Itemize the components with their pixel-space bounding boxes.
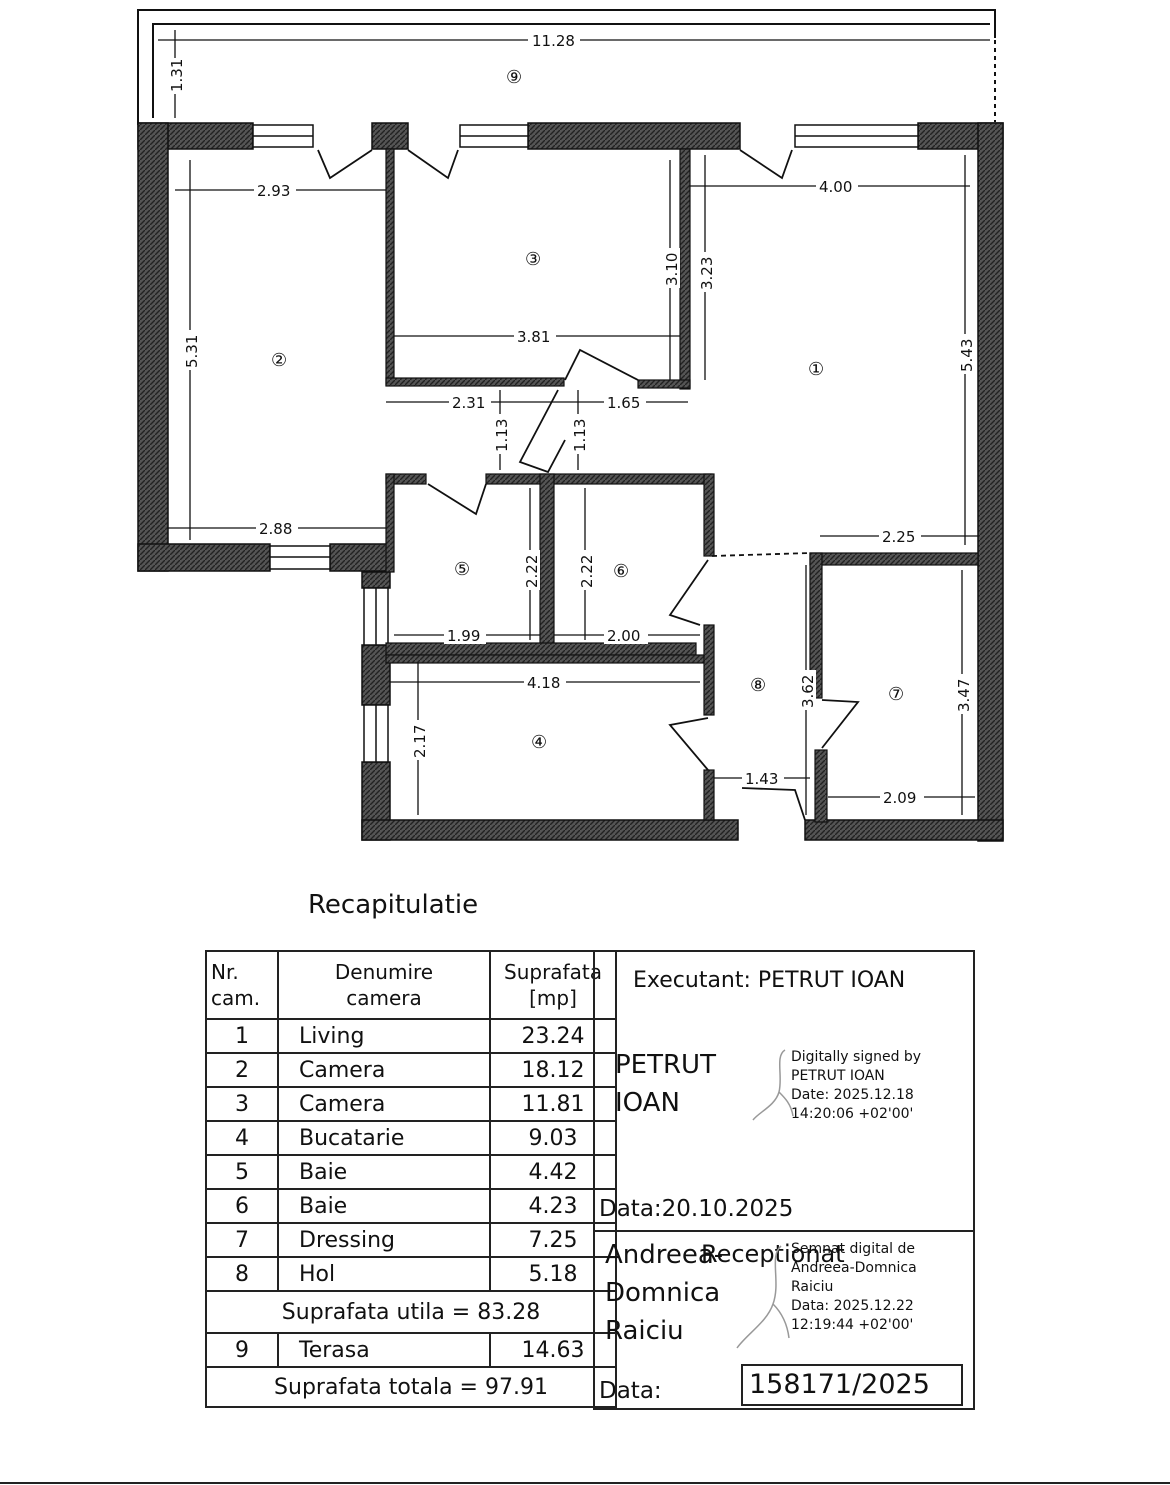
dim-label: 2.09 — [883, 789, 916, 807]
dim-label: 1.65 — [607, 394, 640, 412]
total-area-cell: Suprafata totala = 97.91 — [205, 1366, 617, 1408]
dim-label: 5.31 — [183, 335, 201, 368]
signature-swirl-icon — [736, 1245, 790, 1349]
divider — [595, 1230, 973, 1232]
dimension-labels: 11.28 1.31 2.93 4.00 5.31 3.10 3.23 3.81… — [167, 31, 976, 807]
room-number: ⑦ — [888, 684, 904, 705]
windows — [252, 124, 919, 763]
dim-label: 1.43 — [745, 770, 778, 788]
room-numbers: ⑨ ③ ② ① ⑤ ⑥ ⑧ ⑦ ④ — [271, 67, 904, 753]
doors — [317, 149, 860, 821]
receiver-name-line1: Andreea- — [605, 1240, 724, 1270]
dim-label: 1.13 — [493, 419, 511, 452]
dim-label: 2.31 — [452, 394, 485, 412]
dim-label: 3.10 — [663, 253, 681, 286]
digital-signature-1: Digitally signed by PETRUT IOAN Date: 20… — [791, 1049, 922, 1122]
total-area-row: Suprafata totala = 97.91 — [205, 1366, 617, 1408]
useful-area-row: Suprafata utila = 83.28 — [205, 1290, 617, 1334]
room-number: ⑤ — [454, 559, 470, 580]
dim-label: 3.47 — [955, 679, 973, 712]
room-number: ① — [808, 359, 824, 380]
floor-plan: 11.28 1.31 2.93 4.00 5.31 3.10 3.23 3.81… — [137, 9, 1004, 842]
executant-name-line1: PETRUT — [615, 1050, 716, 1080]
registration-number: 158171/2025 — [741, 1364, 963, 1406]
room-number: ⑥ — [613, 561, 629, 582]
signature-swirl-icon — [752, 1049, 794, 1121]
dim-label: 2.25 — [882, 528, 915, 546]
dim-label: 3.23 — [698, 257, 716, 290]
signature-box: Executant: PETRUT IOAN PETRUT IOAN Digit… — [593, 950, 975, 1410]
room-number: ② — [271, 350, 287, 371]
dim-label: 2.22 — [578, 555, 596, 588]
header-nr: Nr.cam. — [205, 950, 279, 1020]
dim-label: 2.17 — [411, 725, 429, 758]
dim-label: 4.18 — [527, 674, 560, 692]
exterior-walls — [137, 122, 1004, 842]
dim-label: 2.93 — [257, 182, 290, 200]
digital-signature-2: Semnat digital de Andreea-Domnica Raiciu… — [791, 1241, 917, 1333]
room-number: ⑨ — [506, 67, 522, 88]
executant-name-line2: IOAN — [615, 1088, 680, 1118]
recap-title: Recapitulatie — [308, 890, 479, 920]
receptionat-label: Receptionat — [701, 1240, 845, 1268]
dim-label: 4.00 — [819, 178, 852, 196]
executant-date: Data:20.10.2025 — [599, 1196, 794, 1222]
page-bottom-border — [0, 1482, 1170, 1484]
receiver-name-line3: Raiciu — [605, 1316, 684, 1346]
dim-label: 11.28 — [532, 32, 575, 50]
header-area: Suprafata[mp] — [489, 950, 617, 1020]
dim-label: 1.99 — [447, 627, 480, 645]
terrace-outline — [137, 9, 996, 125]
room-number: ④ — [531, 732, 547, 753]
dim-label: 3.62 — [799, 675, 817, 708]
useful-area-cell: Suprafata utila = 83.28 — [205, 1290, 617, 1334]
dim-label: 2.00 — [607, 627, 640, 645]
reception-date-label: Data: — [599, 1378, 662, 1404]
executant-label: Executant: PETRUT IOAN — [633, 968, 906, 993]
dim-label: 2.22 — [523, 555, 541, 588]
receiver-name-line2: Domnica — [605, 1278, 721, 1308]
room-number: ③ — [525, 249, 541, 270]
dim-label: 5.43 — [958, 339, 976, 372]
dim-label: 1.31 — [168, 59, 186, 92]
dim-label: 1.13 — [571, 419, 589, 452]
dim-label: 3.81 — [517, 328, 550, 346]
interior-walls — [385, 148, 979, 823]
room-number: ⑧ — [750, 675, 766, 696]
dim-label: 2.88 — [259, 520, 292, 538]
